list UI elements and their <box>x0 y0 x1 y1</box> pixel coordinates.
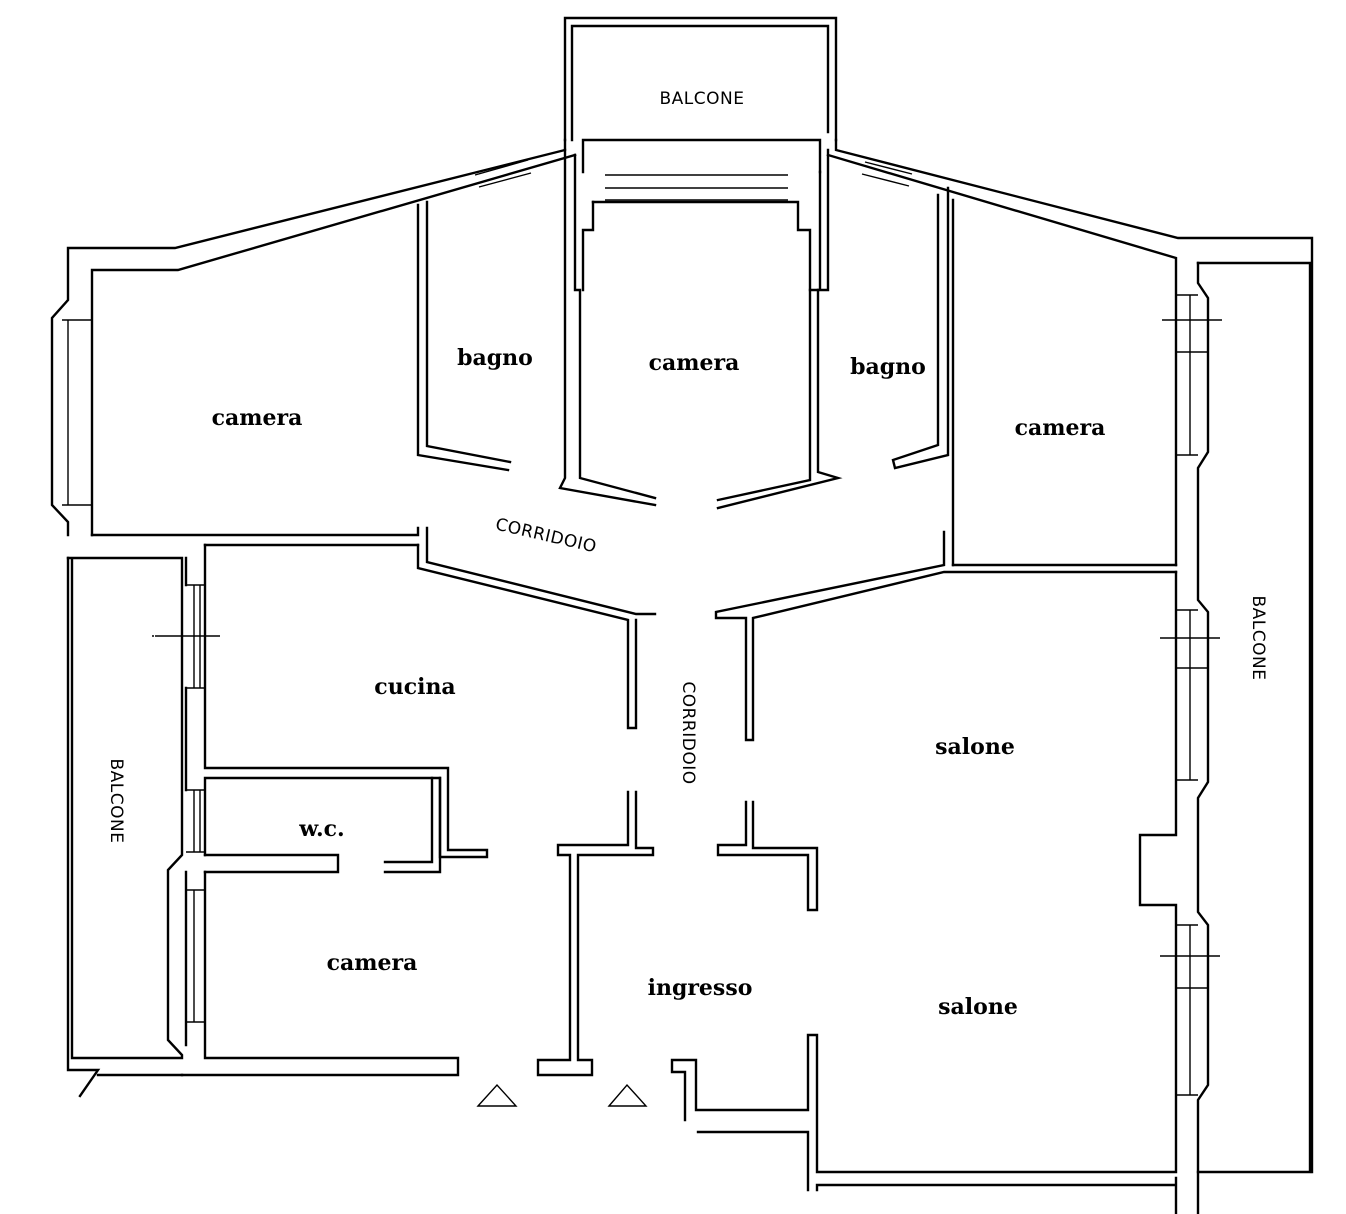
bagno-right-label: bagno <box>850 354 926 380</box>
salone-upper-label: salone <box>935 734 1015 760</box>
salone-lower-label: salone <box>938 994 1018 1020</box>
upper-partitions <box>416 148 955 567</box>
corridoio-vert-label: CORRIDOIO <box>678 681 698 785</box>
balcone-top-outline <box>563 16 838 201</box>
camera-right-label: camera <box>1014 415 1106 441</box>
entrance-arrow-right-icon <box>607 1083 648 1107</box>
right-wing <box>670 261 1312 1214</box>
balcone-top-label: BALCONE <box>659 89 745 109</box>
balcone-left-label: BALCONE <box>106 758 126 844</box>
ingresso-label: ingresso <box>647 975 753 1001</box>
camera-center-label: camera <box>648 350 740 376</box>
outer-walls <box>50 138 1314 1174</box>
camera-left-label: camera <box>211 405 303 431</box>
camera-lower-left-label: camera <box>326 950 418 976</box>
bagno-left-label: bagno <box>457 345 533 371</box>
left-wing <box>66 543 489 1098</box>
wc-label: w.c. <box>299 816 345 842</box>
corridor-walls <box>90 526 1178 1077</box>
cucina-label: cucina <box>374 674 456 700</box>
entrance-arrow-left-icon <box>476 1083 518 1107</box>
balcone-right-label: BALCONE <box>1248 595 1268 681</box>
